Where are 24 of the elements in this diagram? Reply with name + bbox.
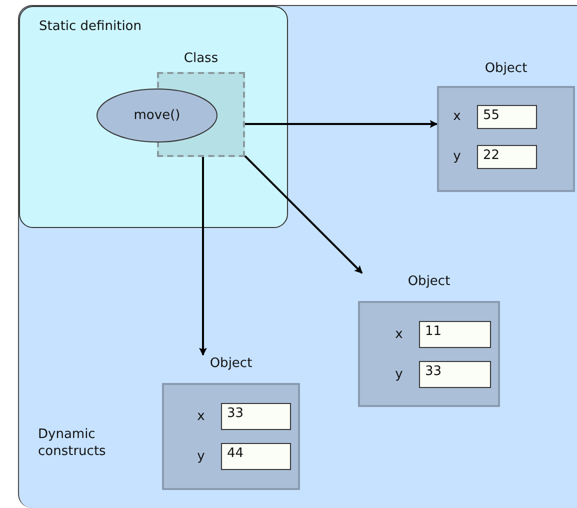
object-label: Object [406,273,452,291]
field-name: y [394,366,404,384]
value-field: 11 [419,321,491,348]
value-field: 44 [221,443,291,470]
value-field: 33 [221,403,291,430]
value-field: 22 [477,145,537,169]
arrow [244,155,363,274]
field-name: x [394,326,404,344]
region-panel [19,6,288,228]
field-name: y [196,448,206,466]
object-label: Object [208,355,254,373]
arrow [199,157,207,356]
class-label: Class [182,50,220,68]
arrow [245,120,438,128]
value-field: 55 [477,105,537,129]
region-title: Dynamic constructs [38,426,107,460]
method-name: move() [134,108,180,123]
field-name: x [452,108,462,126]
field-name: x [196,408,206,426]
region-panel [18,5,577,508]
object-label: Object [484,60,528,78]
field-name: y [452,148,462,166]
value-field: 33 [419,361,491,388]
region-title: Static definition [39,18,142,35]
